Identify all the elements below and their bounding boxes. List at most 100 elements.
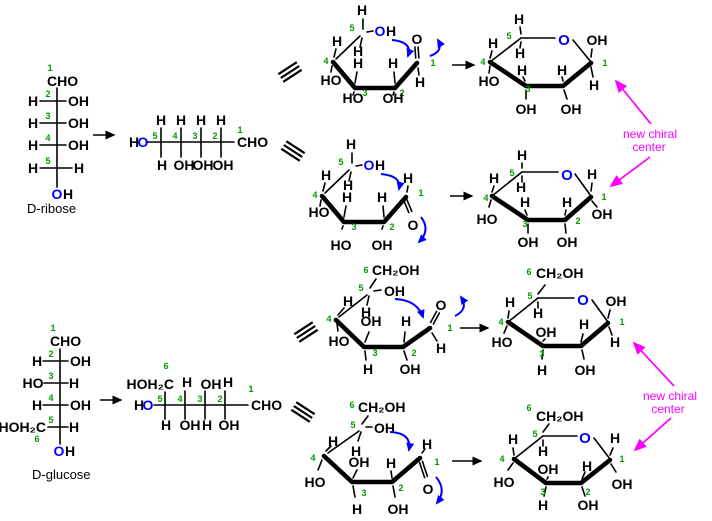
carbon-number: 6 xyxy=(526,267,531,277)
atom-label: OH xyxy=(516,101,537,117)
atom-label: OH xyxy=(518,234,539,250)
carbon-number: 6 xyxy=(363,265,368,275)
carbon-number: 4 xyxy=(48,393,53,403)
atom-label: H xyxy=(223,374,233,390)
carbon-number: 4 xyxy=(326,314,331,324)
atom-label: OH xyxy=(174,157,195,173)
atom-label: H xyxy=(436,340,446,356)
carbon-number: 2 xyxy=(212,131,217,141)
carbon-number: 5 xyxy=(506,31,511,41)
atom-label: OH xyxy=(384,283,405,299)
glucose-open-chain-bottom: 6 CH₂OH 5 OH H H 4 HO OH 3 H H 2 OH H 1 … xyxy=(305,399,445,517)
electron-pair-arrow xyxy=(429,38,445,57)
carbon-number: 1 xyxy=(434,457,439,467)
carbon-number: 2 xyxy=(585,487,590,497)
oxygen-label-blue: O xyxy=(138,134,149,150)
atom-label: CH₂OH xyxy=(536,408,583,424)
carbon-number: 5 xyxy=(48,415,53,425)
carbon-number: 1 xyxy=(430,58,435,68)
atom-label: OH xyxy=(68,115,89,131)
carbon-number: 1 xyxy=(237,125,242,135)
carbon-number: 6 xyxy=(349,400,354,410)
atom-label: H xyxy=(422,436,432,452)
atom-label: H xyxy=(196,112,206,128)
atom-label: HO xyxy=(494,474,515,490)
bonds xyxy=(319,152,413,230)
atom-label: H xyxy=(415,74,425,90)
atom-label: OH xyxy=(383,90,404,106)
atom-label: H xyxy=(363,361,373,377)
atom-label: OH xyxy=(575,362,596,378)
glucose-open-chain-top: 6 CH₂OH 5 OH H H 4 HO OH 3 H H 2 OH O 1 … xyxy=(326,262,469,377)
atom-label: H xyxy=(332,33,342,49)
atom-label: H xyxy=(321,167,331,183)
atom-label: H xyxy=(403,170,413,186)
equivalence-sign xyxy=(277,61,303,83)
atom-label: H xyxy=(579,316,589,332)
chain-bonds xyxy=(145,127,235,158)
carbon-number: 2 xyxy=(575,216,580,226)
atom-label: H xyxy=(157,157,167,173)
carbon-number: 1 xyxy=(619,317,624,327)
bold-bonds xyxy=(505,319,611,349)
atom-label: H xyxy=(343,293,353,309)
atom-label: OH xyxy=(219,417,240,433)
atom-label: H xyxy=(537,362,547,378)
atom-label: HO xyxy=(329,333,350,349)
atom-label: H xyxy=(386,455,396,471)
atom-label: H xyxy=(587,166,597,182)
atom-label: HO xyxy=(479,73,500,89)
nucleophilic-attack-arrow xyxy=(389,431,415,452)
atom-label: OH xyxy=(400,361,421,377)
molecule-name-glucose: D-glucose xyxy=(32,467,91,482)
carbon-number: 3 xyxy=(539,349,544,359)
carbon-number: 4 xyxy=(312,190,317,200)
carbon-number: 5 xyxy=(45,156,50,166)
glucose-ring-bottom: 6 CH₂OH 5 H O H 4 HO OH 3 H H 2 OH H 1 O… xyxy=(494,403,633,513)
atom-label: H xyxy=(520,194,530,210)
equivalence-sign xyxy=(280,140,306,162)
atom-label: H xyxy=(134,397,144,413)
atom-label: H xyxy=(357,2,367,18)
atom-label: H xyxy=(538,497,548,513)
annotation-arrow xyxy=(632,341,675,387)
atom-label: OH xyxy=(538,461,559,477)
carbon-number: 5 xyxy=(358,283,363,293)
ribose-ring-top: H 5 H O H 4 HO H 3 OH H OH OH 1 H xyxy=(479,11,608,117)
bold-bonds xyxy=(330,59,420,91)
carbon-number: 2 xyxy=(399,88,404,98)
atom-label: H xyxy=(361,304,371,320)
atom-label: H xyxy=(515,45,525,61)
atom-label: H xyxy=(32,353,42,369)
atom-label: OH xyxy=(68,93,89,109)
oxygen-label-blue: O xyxy=(143,397,154,413)
atom-label: H xyxy=(538,443,548,459)
atom-label: H xyxy=(346,136,356,152)
atom-label: H xyxy=(557,62,567,78)
new-chiral-center-annotation-glucose: new chiral center xyxy=(632,341,697,452)
atom-label: H xyxy=(353,55,363,71)
carbon-number: 2 xyxy=(45,89,50,99)
atom-label: H xyxy=(386,23,396,39)
atom-label: H xyxy=(28,137,38,153)
glucose-fischer-projection: 1 CHO H 2 OH HO 3 H H 4 OH HOH₂C 5 6 H O… xyxy=(0,323,91,482)
atom-label: H xyxy=(69,375,79,391)
electron-pair-arrow xyxy=(454,295,469,317)
annotation-text: center xyxy=(632,140,665,154)
carbon-number: 4 xyxy=(45,133,50,143)
carbon-number: 6 xyxy=(34,434,39,444)
ring-oxygen: O xyxy=(579,430,591,447)
carbon-number: 5 xyxy=(349,23,354,33)
atom-label: H xyxy=(156,112,166,128)
atom-label: OH xyxy=(557,234,578,250)
atom-label: HO xyxy=(492,334,513,350)
carbonyl-oxygen: O xyxy=(423,481,434,497)
bold-bonds xyxy=(321,453,423,485)
bonds xyxy=(336,278,441,361)
oxygen-label-blue: O xyxy=(375,23,386,39)
atom-label: HOH₂C xyxy=(0,419,46,435)
carbon-number: 3 xyxy=(197,394,202,404)
atom-label: CH₂OH xyxy=(358,399,405,415)
atom-label: H xyxy=(161,417,171,433)
carbon-number: 6 xyxy=(526,403,531,413)
